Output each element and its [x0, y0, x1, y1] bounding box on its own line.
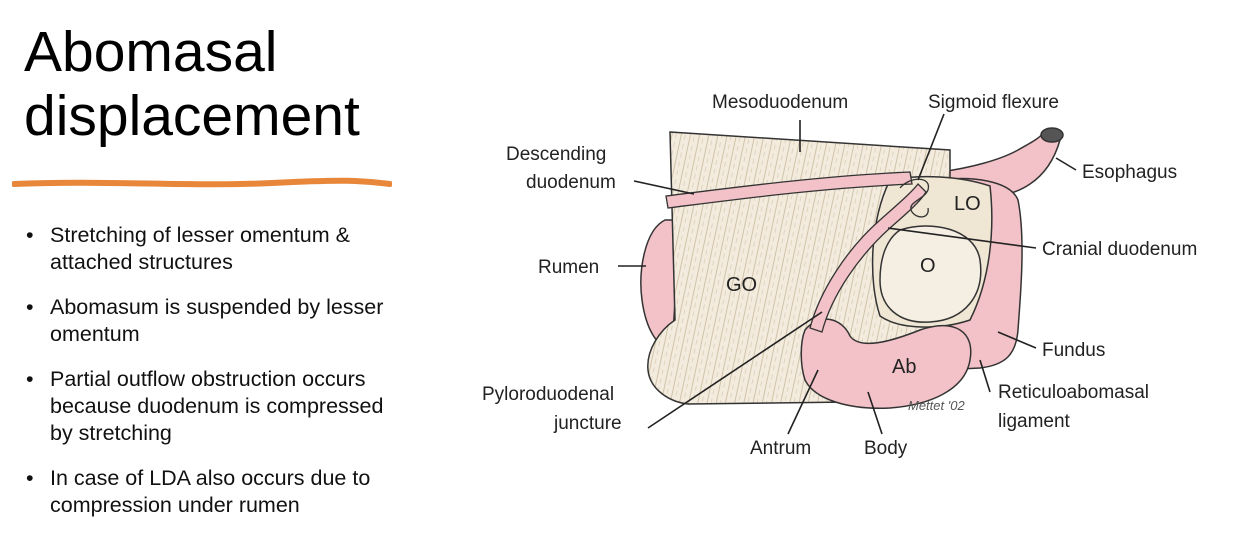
region-label-ab: Ab	[892, 356, 916, 378]
label-reticuloabomasal-line1: Reticuloabomasal	[998, 382, 1149, 403]
label-reticuloabomasal-line2: ligament	[998, 411, 1071, 432]
label-pyloroduodenal-line1: Pyloroduodenal	[482, 384, 614, 405]
bullet-item: Stretching of lesser omentum & attached …	[26, 222, 396, 276]
abomasum-shape	[800, 318, 972, 409]
bullet-list: Stretching of lesser omentum & attached …	[26, 222, 396, 537]
bullet-item: In case of LDA also occurs due to compre…	[26, 465, 396, 519]
label-cranial-duodenum: Cranial duodenum	[1042, 239, 1197, 260]
descending-duodenum-leader	[633, 180, 695, 195]
label-antrum: Antrum	[750, 438, 811, 459]
label-body: Body	[864, 438, 908, 459]
esophagus-leader	[1055, 157, 1077, 171]
label-mesoduodenum: Mesoduodenum	[712, 92, 848, 113]
label-rumen: Rumen	[538, 257, 599, 278]
bullet-item: Partial outflow obstruction occurs becau…	[26, 366, 396, 447]
label-descending-duodenum-line1: Descending	[506, 144, 606, 165]
title-underline	[12, 177, 392, 188]
descending-duodenum-tube	[665, 171, 913, 209]
slide-title-line-2: displacement	[24, 84, 360, 148]
label-pyloroduodenal-line2: juncture	[553, 413, 622, 434]
fundus-leader	[997, 331, 1037, 349]
body-leader	[867, 391, 883, 435]
label-esophagus: Esophagus	[1082, 162, 1177, 183]
slide-title: Abomasal displacement	[24, 20, 360, 148]
artist-signature: Mettet '02	[908, 398, 965, 413]
reticuloabomasal-leader	[979, 359, 991, 393]
label-sigmoid-flexure: Sigmoid flexure	[928, 92, 1059, 113]
esophagus-opening	[1040, 127, 1064, 143]
bullet-item: Abomasum is suspended by lesser omentum	[26, 294, 396, 348]
omasum-shape	[879, 225, 982, 323]
pyloroduodenal-leader	[647, 311, 823, 429]
sigmoid-flexure-leader	[917, 113, 945, 181]
antrum-leader	[787, 369, 819, 435]
cranial-duodenum-tube	[809, 183, 927, 333]
region-label-lo: LO	[954, 193, 981, 215]
cranial-duodenum-leader	[887, 227, 1037, 249]
region-label-go: GO	[726, 274, 757, 296]
region-label-o: O	[920, 255, 936, 277]
label-descending-duodenum-line2: duodenum	[526, 172, 616, 193]
abomasal-anatomy-diagram: Mesoduodenum Sigmoid flexure Descending …	[482, 92, 1197, 459]
label-fundus: Fundus	[1042, 340, 1105, 361]
sigmoid-flexure-shape	[899, 178, 930, 218]
slide-title-line-1: Abomasal	[24, 20, 278, 84]
